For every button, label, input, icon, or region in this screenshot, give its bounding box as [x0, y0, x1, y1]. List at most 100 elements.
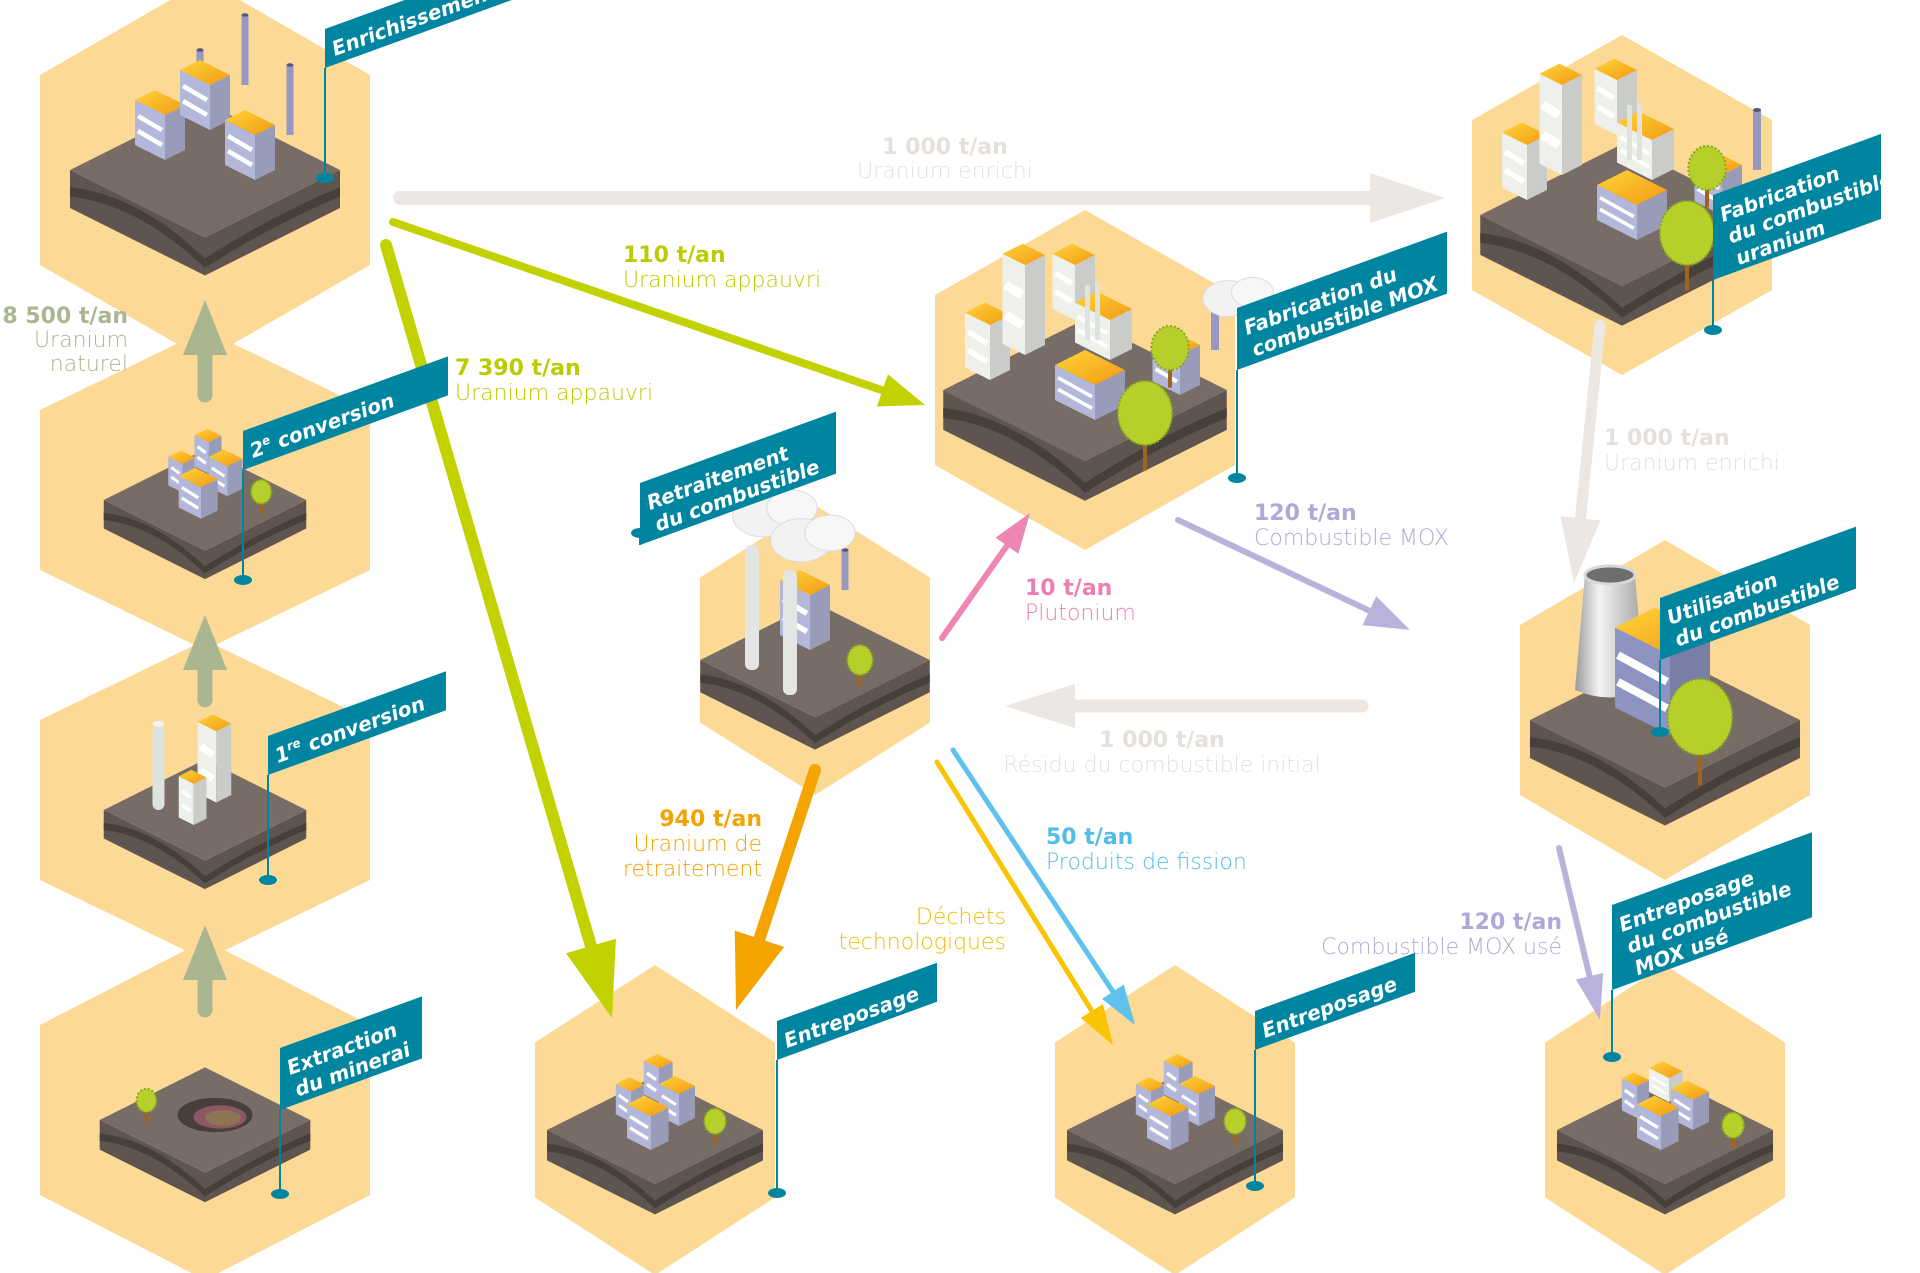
arrow-head — [565, 938, 616, 1018]
chimney-top — [152, 720, 165, 727]
flow-desc: retraitement — [623, 857, 762, 882]
building-stripe — [1619, 148, 1650, 169]
arrow-depleted-to-mox — [389, 218, 925, 407]
tree-trunk — [713, 1130, 717, 1145]
tree-trunk — [1705, 183, 1709, 208]
flag-storage1: Entreposage — [768, 962, 937, 1198]
mine-pit-core — [205, 1110, 241, 1126]
arrow-fission-products — [950, 747, 1135, 1025]
warehouse-icon — [1055, 350, 1125, 420]
flow-desc: Uranium — [34, 328, 128, 353]
building-stripe — [1623, 1088, 1635, 1098]
ground-strata — [547, 1143, 763, 1209]
flag-base-icon — [768, 1188, 786, 1198]
building-wall-left — [1539, 73, 1562, 175]
facility-reprocessing — [700, 489, 930, 750]
building-stripe — [966, 329, 989, 346]
building-wall-right — [255, 125, 275, 180]
building-stripe — [1540, 130, 1562, 149]
tree-trunk — [1233, 1130, 1237, 1145]
flag-base-icon — [316, 173, 334, 183]
building-roof — [1597, 170, 1667, 205]
building-wall-right — [651, 1107, 669, 1150]
building-stripe — [661, 1094, 677, 1107]
building-stripe — [1165, 1082, 1177, 1093]
building-roof — [627, 1095, 669, 1117]
building-wall-right — [1637, 190, 1667, 240]
building-stripe — [1137, 1093, 1149, 1103]
building-wall-left — [1615, 627, 1670, 735]
building-roof — [135, 90, 185, 115]
flow-desc: naturel — [50, 352, 128, 377]
arrow-head — [1362, 596, 1410, 630]
building-roof — [965, 302, 1010, 325]
arrow-shaft — [1556, 845, 1594, 982]
flag-banner — [777, 962, 937, 1060]
building-stripe — [1137, 1104, 1149, 1114]
building-stripe — [181, 99, 209, 117]
chimney-icon — [1095, 282, 1100, 340]
tree-icon — [846, 644, 874, 687]
building-wall-right — [193, 777, 207, 825]
building-roof — [1055, 350, 1125, 385]
arrow-shaft — [950, 747, 1117, 996]
building-stripe — [180, 789, 192, 800]
flag-label-line: Enrichissement — [329, 0, 501, 61]
flow-desc: Uranium de — [633, 832, 762, 857]
building-wall-right — [1199, 1086, 1215, 1126]
tree-crown — [1721, 1111, 1745, 1139]
building-roof — [659, 1076, 695, 1094]
ground-strata — [1530, 737, 1800, 818]
arrow-reprocessed-uranium — [734, 764, 821, 1010]
tree-icon — [1116, 380, 1174, 471]
building-roof — [1052, 243, 1095, 265]
arrow-head — [876, 374, 925, 407]
building-stripe — [1639, 1126, 1659, 1141]
tree-icon — [135, 1087, 158, 1122]
arrow-head — [1005, 684, 1075, 728]
building-stripe — [629, 1115, 649, 1130]
flag-banner — [243, 356, 448, 470]
building-stripe — [1540, 100, 1562, 119]
facility-conversion2 — [103, 428, 307, 580]
building-stripe — [1057, 387, 1093, 410]
flag-banner — [1612, 832, 1812, 990]
building-stripe — [1651, 1083, 1667, 1096]
building-stripe — [1599, 196, 1635, 219]
building-stripe — [1639, 1115, 1659, 1130]
facility-conversion1 — [103, 714, 307, 890]
tree-trunk — [1731, 1134, 1735, 1149]
office-building-icon — [1539, 63, 1582, 175]
building-wall-left — [225, 120, 255, 180]
building-wall-right — [210, 75, 230, 130]
building-stripe — [180, 803, 192, 813]
chimney-icon — [1085, 285, 1090, 340]
office-building-icon — [1594, 58, 1637, 135]
building-roof — [208, 449, 243, 467]
building-wall-right — [165, 105, 185, 160]
arrow-shaft — [380, 239, 598, 954]
building-wall-left — [1594, 68, 1617, 135]
arrow-head — [183, 615, 227, 670]
tree-crown — [846, 644, 874, 676]
smoke-icon — [770, 514, 856, 563]
flow-desc: Déchets — [916, 905, 1006, 930]
building-stripe — [198, 743, 216, 758]
tree-crown — [703, 1107, 727, 1135]
flow-label-enriched-to-fab: 1 000 t/an Uranium enrichi — [857, 135, 1033, 184]
factory-icon — [1617, 111, 1674, 180]
arrow-shaft — [1175, 517, 1375, 615]
flow-qty: 7 390 t/an — [455, 356, 581, 381]
building-stripe — [1054, 270, 1074, 286]
flag-label: Enrichissement — [329, 0, 501, 61]
building-wall-left — [1052, 253, 1075, 320]
tree-trunk — [1168, 363, 1172, 388]
ground-strata — [103, 822, 307, 884]
ground-strata — [1557, 1143, 1773, 1209]
chimney-icon — [1627, 105, 1632, 160]
flow-desc: Combustible MOX — [1254, 526, 1449, 551]
ground-strata — [1067, 1143, 1283, 1209]
